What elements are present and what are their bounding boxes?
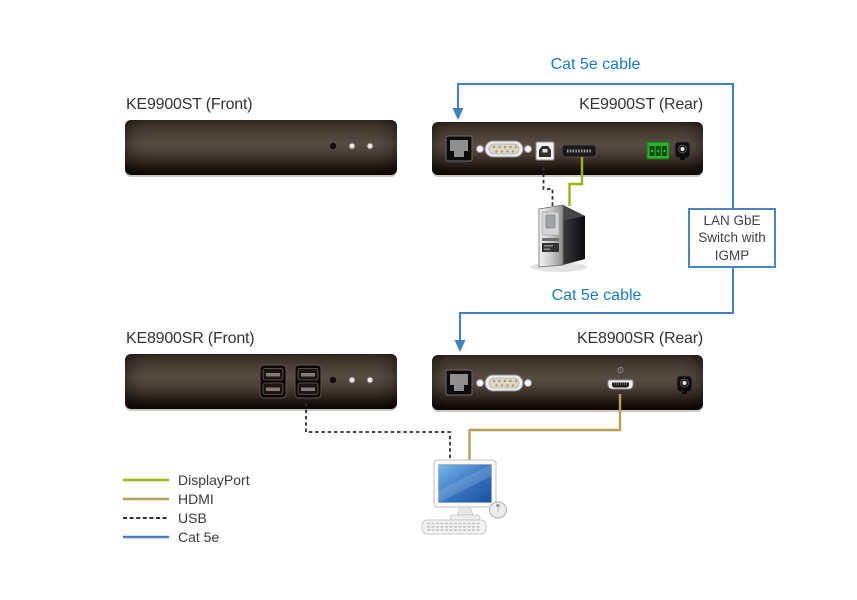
usb-a-dual-port-icon <box>259 364 287 399</box>
serial-db9-port-icon <box>476 374 532 392</box>
ke9900st-front-title: KE9900ST (Front) <box>126 96 253 113</box>
ke8900sr-front-title: KE8900SR (Front) <box>126 330 255 347</box>
ke9900st-rear-title: KE9900ST (Rear) <box>579 96 703 113</box>
legend-label: HDMI <box>178 490 214 507</box>
ke8900sr-front-ports <box>259 364 374 399</box>
displayport-port-icon <box>561 144 597 158</box>
legend: DisplayPort HDMI USB Cat 5e <box>123 470 250 546</box>
led-indicator-icon <box>366 142 374 150</box>
rj45-port-icon <box>445 135 473 162</box>
ke9900st-rear-panel <box>432 122 703 175</box>
cat5e-cable-label-top: Cat 5e cable <box>550 56 641 73</box>
usb-b-port-icon <box>535 141 555 161</box>
ke9900st-front-ports <box>329 142 374 150</box>
power-jack-icon <box>674 141 691 160</box>
ke9900st-rear-ports <box>445 135 691 162</box>
power-jack-icon <box>676 375 693 394</box>
ke8900sr-rear-title: KE8900SR (Rear) <box>577 330 703 347</box>
legend-item-cat5e: Cat 5e <box>123 527 250 546</box>
cat5e-cable-label-bottom: Cat 5e cable <box>551 287 642 304</box>
cat5e-line-icon <box>123 535 169 538</box>
keyboard-icon <box>421 519 487 535</box>
usb-line-icon <box>123 516 169 519</box>
serial-db9-port-icon <box>476 140 532 158</box>
ke8900sr-rear-ports <box>445 367 693 396</box>
displayport-line-icon <box>123 478 169 481</box>
monitor-icon <box>433 459 497 521</box>
legend-item-hdmi: HDMI <box>123 489 250 508</box>
led-indicator-icon <box>348 142 356 150</box>
legend-label: Cat 5e <box>178 528 220 545</box>
switch-box-text-line2: Switch with <box>698 230 766 246</box>
workstation-icon <box>421 459 507 535</box>
legend-item-usb: USB <box>123 508 250 527</box>
ke9900st-front-panel <box>125 120 397 175</box>
lan-switch-box: LAN GbE Switch with IGMP <box>688 208 776 268</box>
ke8900sr-rear-panel <box>432 355 703 410</box>
led-indicator-icon <box>366 376 374 384</box>
usb-a-dual-port-icon <box>294 364 322 399</box>
legend-label: DisplayPort <box>178 471 250 488</box>
recessed-button-icon <box>329 142 337 150</box>
ke8900sr-front-panel <box>125 354 397 409</box>
led-indicator-icon <box>348 376 356 384</box>
switch-box-text-line1: LAN GbE <box>703 212 761 228</box>
rj45-port-icon <box>445 369 473 396</box>
pc-tower-icon <box>531 204 587 272</box>
legend-item-displayport: DisplayPort <box>123 470 250 489</box>
mouse-icon <box>489 501 507 519</box>
hdmi-line-icon <box>123 497 169 500</box>
terminal-block-icon <box>646 141 670 160</box>
switch-box-text-line3: IGMP <box>714 247 750 263</box>
legend-label: USB <box>178 509 207 526</box>
recessed-button-icon <box>329 376 337 384</box>
hdmi-port-icon <box>607 367 634 390</box>
